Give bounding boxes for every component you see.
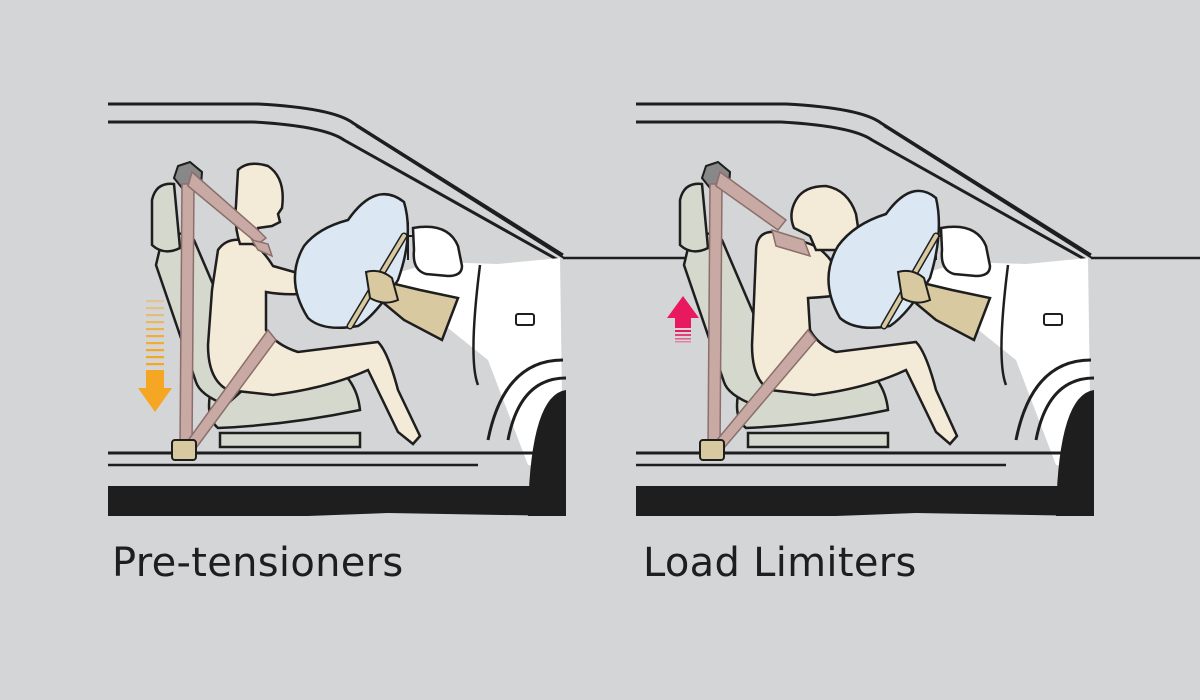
occupant xyxy=(750,184,959,446)
pre-tensioners-panel xyxy=(106,102,710,518)
seatbelt-buckle-icon xyxy=(171,439,197,461)
downward-arrow-icon xyxy=(138,300,172,412)
seatbelt-buckle-icon xyxy=(699,439,725,461)
load-limiters-caption: Load Limiters xyxy=(643,540,917,586)
upward-arrow-icon xyxy=(667,296,699,343)
pre-tensioners-caption: Pre-tensioners xyxy=(112,540,404,586)
load-limiters-panel xyxy=(634,102,1200,518)
